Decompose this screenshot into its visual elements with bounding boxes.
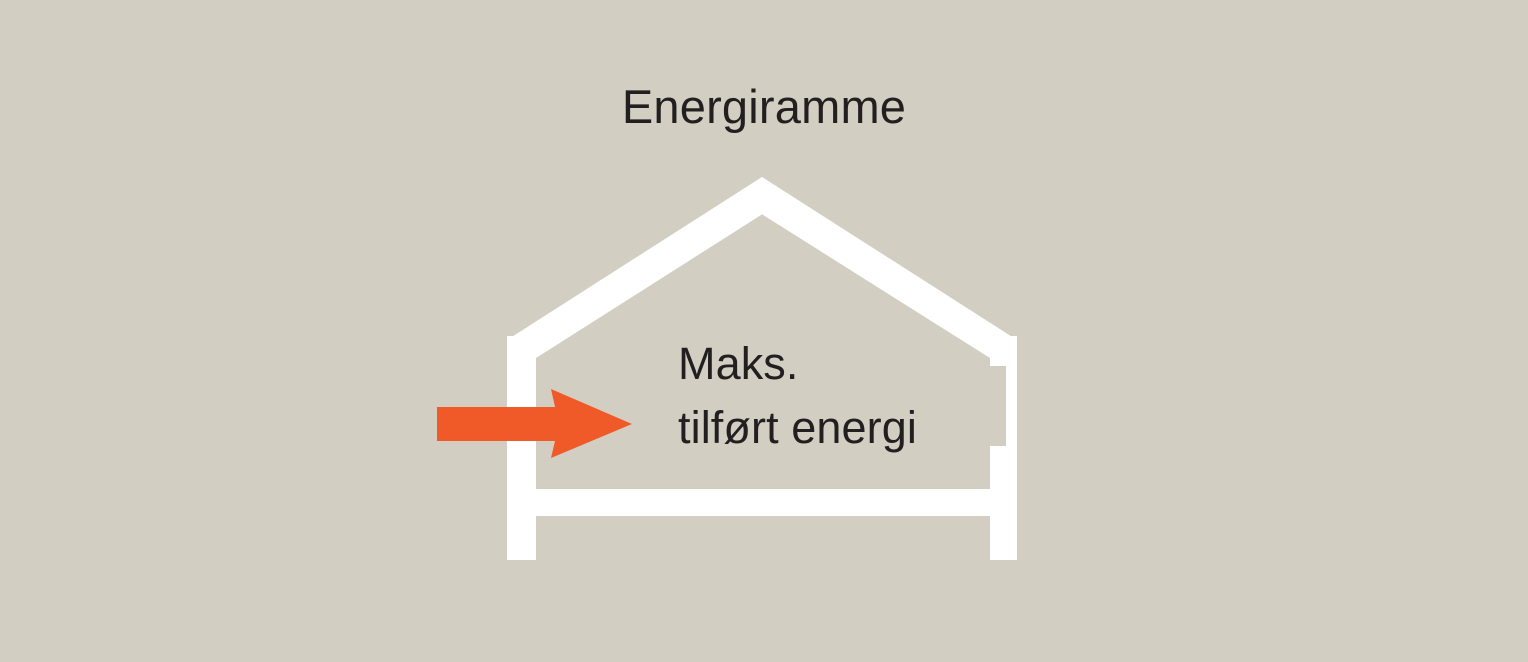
page-title: Energiramme — [621, 80, 907, 133]
floor-slab — [507, 489, 1017, 516]
roof-right-slope — [733, 177, 1017, 358]
right-wall-upper — [990, 336, 1017, 366]
energy-input-arrow — [437, 389, 632, 458]
house-label-line-1: Maks. — [678, 338, 799, 389]
roof-left-slope — [507, 177, 791, 358]
house-label: Maks. tilført energi — [678, 332, 917, 460]
right-wall-notch — [1006, 362, 1017, 450]
left-wall — [507, 336, 536, 560]
house-label-line-2: tilført energi — [678, 402, 917, 453]
